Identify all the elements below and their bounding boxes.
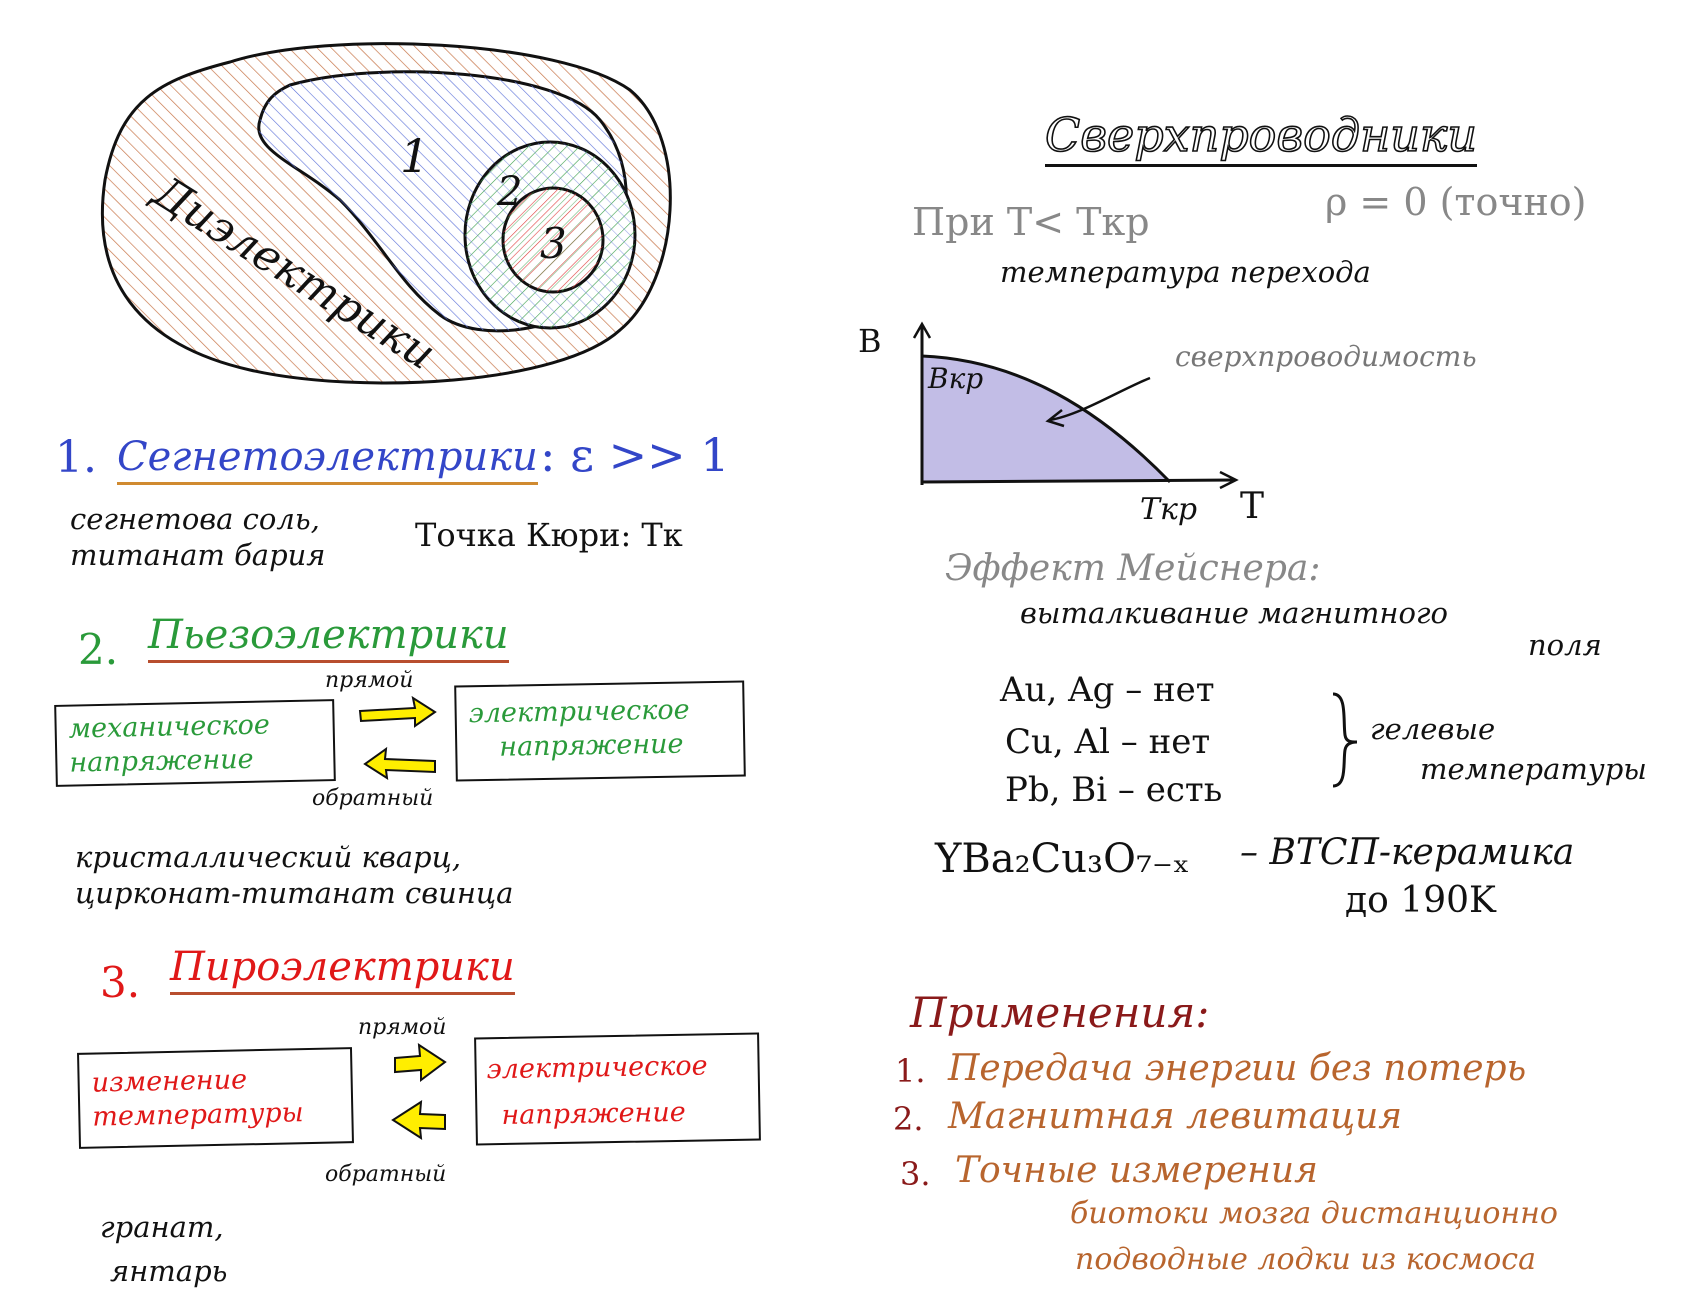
metal-row-1: Au, Ag – нет (1000, 670, 1215, 710)
metals-brace-icon (1332, 692, 1358, 788)
sec2-arrows (358, 696, 437, 780)
venn-label-3: 3 (540, 219, 567, 268)
sec1-title: Сегнетоэлектрики (117, 434, 538, 485)
app-1-text: Передача энергии без потерь (948, 1048, 1527, 1089)
app-3-sub-2: подводные лодки из космоса (1075, 1242, 1536, 1277)
venn-diagram: 1 2 3 Диэлектрики (100, 42, 672, 385)
sec2-arrow-right-icon (358, 696, 437, 728)
sec1-number: 1. (55, 432, 97, 483)
sec2-box-mechanical: механическое напряжение (54, 699, 336, 787)
ceramic-limit: до 190K (1345, 880, 1496, 921)
meissner-line2: поля (1528, 628, 1602, 662)
sec3-number: 3. (100, 958, 141, 1007)
sec3-arrow-right-icon (394, 1043, 447, 1082)
sec3-arrows (391, 1043, 447, 1140)
app-3-sub-1: биотоки мозга дистанционно (1070, 1196, 1558, 1231)
sec2-number: 2. (78, 625, 119, 674)
curie-point: Точка Кюри: Тк (415, 516, 683, 554)
critical-curve (921, 354, 1172, 484)
meissner-title: Эффект Мейснера: (945, 548, 1321, 589)
graph-region-label: сверхпроводимость (1175, 340, 1477, 373)
metals-note-line1: гелевые (1370, 712, 1496, 746)
app-3-number: 3. (900, 1155, 931, 1193)
sec2-box-right-line2: напряжение (498, 728, 684, 763)
sec3-direct-label: прямой (358, 1015, 447, 1040)
applications-title: Применения: (910, 988, 1210, 1037)
sec3-title: Пироэлектрики (170, 944, 515, 995)
sec1-examples-2: титанат бария (70, 538, 326, 572)
graph-y-label: B (858, 322, 882, 360)
graph-t-critical: Tкр (1140, 492, 1198, 527)
sec2-direct-label: прямой (325, 668, 414, 693)
sec3-box-right-line1: электрическое (486, 1050, 708, 1086)
ceramic-formula: YBa₂Cu₃O₇₋ₓ (935, 836, 1190, 882)
superconductors-title: Сверхпроводники (1044, 107, 1478, 167)
meissner-line1: выталкивание магнитного (1020, 596, 1449, 630)
sec3-box-electric: электрическое напряжение (474, 1032, 761, 1146)
x-axis-arrow-icon (1219, 470, 1239, 490)
sec2-box-right-line1: электрическое (468, 694, 690, 730)
app-3-text: Точные измерения (955, 1150, 1318, 1191)
metal-row-2: Cu, Al – нет (1005, 722, 1211, 762)
condition-right: ρ = 0 (точно) (1325, 180, 1587, 224)
venn-label-2: 2 (496, 169, 522, 215)
sec2-box-electric: электрическое напряжение (454, 680, 746, 782)
x-axis (921, 478, 1236, 484)
venn-label-1: 1 (400, 129, 429, 183)
sec3-box-right-line2: напряжение (501, 1096, 686, 1132)
sec1-examples-1: сегнетова соль, (70, 502, 320, 536)
sec2-box-left-line1: механическое (68, 709, 271, 745)
y-axis-arrow-icon (912, 321, 932, 339)
app-1-number: 1. (895, 1052, 926, 1090)
ceramic-description: – ВТСП-керамика (1240, 832, 1575, 873)
superconducting-region (922, 356, 1170, 482)
sec2-box-left-line2: напряжение (69, 743, 254, 779)
critical-field-graph: Bкр (912, 321, 1239, 490)
sec3-box-left-line2: температуры (92, 1097, 304, 1133)
sec2-title: Пьезоэлектрики (148, 612, 509, 663)
sec2-arrow-left-icon (363, 746, 436, 780)
sec3-inverse-label: обратный (325, 1162, 447, 1187)
app-2-number: 2. (893, 1100, 924, 1138)
graph-x-label: T (1240, 486, 1265, 527)
app-2-text: Магнитная левитация (948, 1096, 1403, 1137)
sec2-examples-2: цирконат-титанат свинца (75, 876, 514, 910)
sec3-box-temperature: изменение температуры (77, 1047, 354, 1149)
sec2-inverse-label: обратный (312, 786, 434, 811)
transition-temperature: температура перехода (1000, 255, 1371, 289)
sec3-examples-2: янтарь (110, 1254, 228, 1288)
graph-b-critical: Bкр (927, 362, 983, 395)
metal-row-3: Pb, Bi – есть (1005, 770, 1223, 810)
sec3-examples-1: гранат, (100, 1210, 224, 1244)
metals-note-line2: температуры (1420, 752, 1647, 786)
condition-left: При T< Tкр (912, 200, 1150, 244)
region-pointer-arrow-icon (1049, 376, 1151, 422)
sec1-formula: : ε >> 1 (540, 428, 730, 482)
sec3-box-left-line1: изменение (91, 1064, 248, 1099)
sec2-examples-1: кристаллический кварц, (75, 840, 462, 874)
sec3-arrow-left-icon (391, 1100, 446, 1140)
